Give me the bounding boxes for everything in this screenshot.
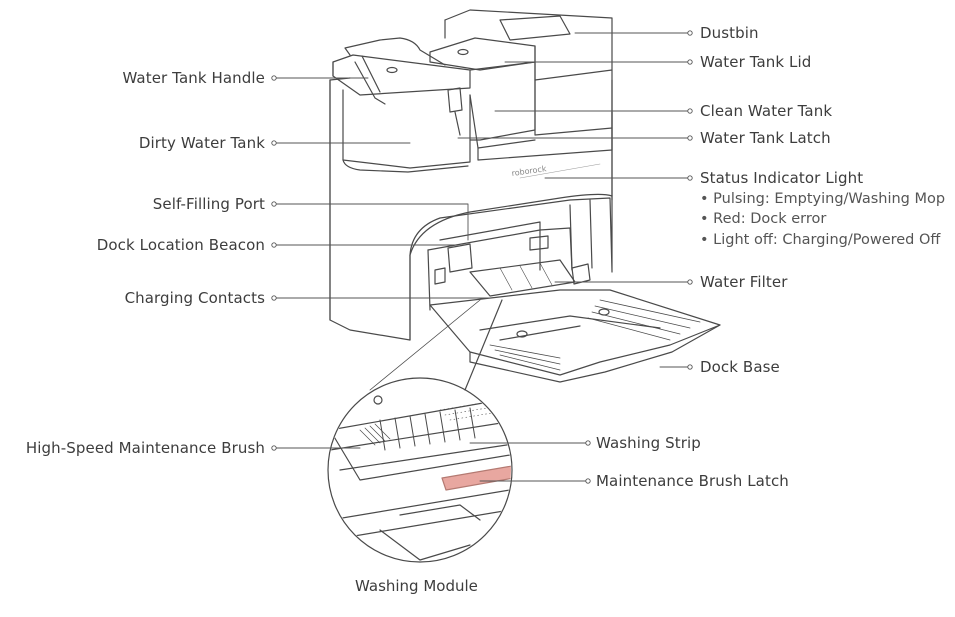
- label-dock-location-beacon: Dock Location Beacon: [96, 236, 265, 254]
- label-status-indicator-light: Status Indicator Light: [700, 169, 864, 187]
- caption-washing-module: Washing Module: [355, 577, 478, 595]
- label-self-filling-port: Self-Filling Port: [152, 195, 265, 213]
- label-clean-water-tank: Clean Water Tank: [700, 102, 833, 120]
- status-state-off: • Light off: Charging/Powered Off: [700, 232, 941, 248]
- maintenance-brush-latch-highlight: [441, 465, 511, 491]
- label-charging-contacts: Charging Contacts: [124, 289, 265, 307]
- tanks: [332, 9, 613, 173]
- label-high-speed-maintenance-brush: High-Speed Maintenance Brush: [25, 439, 265, 457]
- status-state-pulsing: • Pulsing: Emptying/Washing Mop: [700, 191, 946, 207]
- label-dustbin: Dustbin: [700, 24, 759, 42]
- label-water-tank-handle: Water Tank Handle: [122, 69, 265, 87]
- label-water-tank-latch: Water Tank Latch: [700, 129, 831, 147]
- label-water-filter: Water Filter: [700, 273, 788, 291]
- label-water-tank-lid: Water Tank Lid: [700, 53, 812, 71]
- leader-lines: [271, 30, 693, 484]
- dock-body: [329, 77, 613, 341]
- inset-magnifier: [327, 299, 513, 563]
- label-dirty-water-tank: Dirty Water Tank: [138, 134, 265, 152]
- status-state-red: • Red: Dock error: [700, 211, 827, 227]
- brand-logo: roborock: [511, 164, 547, 178]
- label-dock-base: Dock Base: [700, 358, 780, 376]
- label-washing-strip: Washing Strip: [596, 434, 701, 452]
- label-maintenance-brush-latch: Maintenance Brush Latch: [596, 472, 789, 490]
- dock-base: [429, 235, 721, 383]
